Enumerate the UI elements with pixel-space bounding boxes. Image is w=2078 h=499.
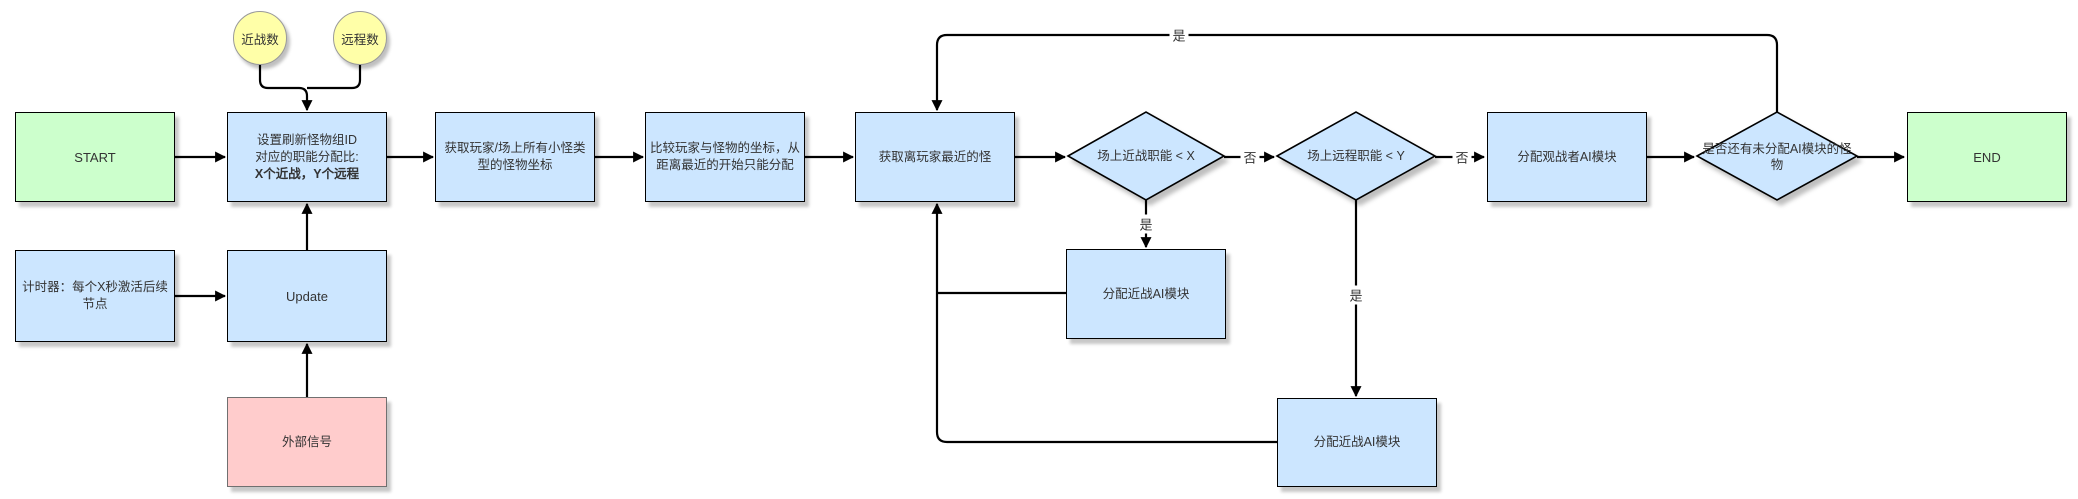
data-node-melee-count: 近战数 (233, 11, 287, 65)
edge-feedback-melee2 (931, 202, 1277, 444)
node-label-line3: X个近战，Y个远程 (254, 166, 360, 181)
data-node-ranged-count: 远程数 (333, 11, 387, 65)
edge-yes-top-loop (931, 33, 1779, 112)
node-get-coords: 获取玩家/场上所有小怪类型的怪物坐标 (435, 112, 595, 202)
diamond-label-remaining-check: 是否还有未分配AI模块的怪物 (1702, 142, 1852, 172)
edge-label-no-ranged: 否 (1452, 147, 1472, 167)
edge-label-yes-ranged: 是 (1346, 285, 1366, 305)
node-label-line1: 设置刷新怪物组ID (256, 132, 357, 147)
node-label: 外部信号 (281, 434, 332, 449)
node-label: 分配近战AI模块 (1313, 435, 1401, 449)
edge-label-yes-melee: 是 (1136, 214, 1156, 234)
node-label: END (1973, 149, 2001, 165)
node-start: START (15, 112, 175, 202)
node-label: Update (286, 288, 328, 304)
edge-ranged-count-to-setup (307, 65, 362, 90)
diamond-label-ranged-check: 场上远程职能 < Y (1307, 149, 1405, 163)
node-label: 比较玩家与怪物的坐标，从距离最近的开始只能分配 (650, 141, 801, 172)
node-label: 获取玩家/场上所有小怪类型的怪物坐标 (444, 141, 586, 172)
diamond-remaining-check (1695, 111, 1859, 201)
node-timer: 计时器：每个X秒激活后续节点 (15, 250, 175, 342)
node-nearest-monster: 获取离玩家最近的怪 (855, 112, 1015, 202)
node-label: 分配观战者AI模块 (1517, 149, 1617, 164)
edge-label-yes-top: 是 (1169, 25, 1189, 45)
node-setup-ratio: 设置刷新怪物组ID 对应的职能分配比: X个近战，Y个远程 (227, 112, 387, 202)
node-label-line2: 对应的职能分配比: (255, 149, 359, 164)
node-external-signal: 外部信号 (227, 397, 387, 487)
edge-label-no-melee: 否 (1240, 147, 1260, 167)
node-assign-melee-ai-2: 分配近战AI模块 (1277, 398, 1437, 487)
node-label: 分配近战AI模块 (1102, 286, 1190, 301)
node-assign-melee-ai-1: 分配近战AI模块 (1066, 249, 1226, 339)
data-node-label: 远程数 (341, 32, 379, 47)
node-compare-coords: 比较玩家与怪物的坐标，从距离最近的开始只能分配 (645, 112, 805, 202)
diamond-label-melee-check: 场上近战职能 < X (1097, 149, 1195, 163)
diamond-melee-check (1066, 111, 1226, 201)
node-assign-spectator-ai: 分配观战者AI模块 (1487, 112, 1647, 202)
edge-melee-count-to-setup (258, 65, 313, 112)
node-end: END (1907, 112, 2067, 202)
node-label: START (74, 149, 116, 165)
node-label: 获取离玩家最近的怪 (878, 149, 992, 164)
diamond-ranged-check (1275, 111, 1437, 201)
data-node-label: 近战数 (241, 32, 279, 47)
node-update: Update (227, 250, 387, 342)
node-label: 计时器：每个X秒激活后续节点 (22, 280, 168, 311)
